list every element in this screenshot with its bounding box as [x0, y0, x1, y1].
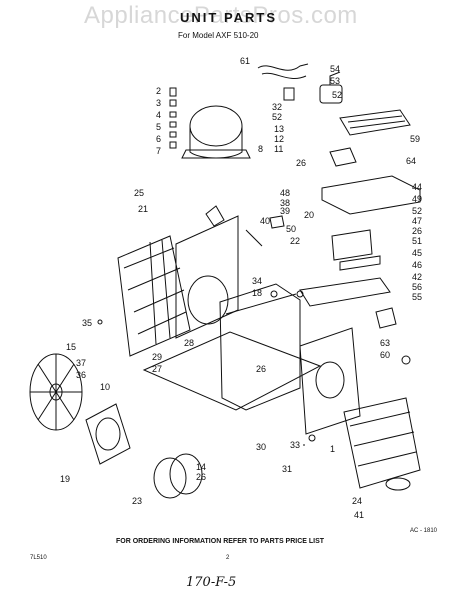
diagram-title: UNIT PARTS: [180, 10, 278, 25]
part-callout: 6: [156, 134, 161, 144]
part-callout: 4: [156, 110, 161, 120]
capacitor: [319, 84, 343, 104]
part-callout: 30: [256, 442, 266, 452]
part-callout: 36: [76, 370, 86, 380]
diagram-subtitle: For Model AXF 510-20: [178, 31, 259, 40]
part-callout: 12: [274, 134, 284, 144]
fan-motor: [85, 403, 131, 465]
part-callout: 46: [412, 260, 422, 270]
part-callout: 51: [412, 236, 422, 246]
part-callout: 20: [304, 210, 314, 220]
watermark: AppliancePartsPros.com: [84, 2, 358, 29]
wire-harness: [257, 63, 309, 71]
part-callout: 13: [274, 124, 284, 134]
evaporator-coil: [117, 235, 191, 357]
part-callout: 7: [156, 146, 161, 156]
part-callout: 34: [252, 276, 262, 286]
part-callout: 63: [380, 338, 390, 348]
heater-strip: [339, 109, 411, 136]
part-callout: 60: [380, 350, 390, 360]
part-callout: 18: [252, 288, 262, 298]
part-callout: 35: [82, 318, 92, 328]
ordering-note: FOR ORDERING INFORMATION REFER TO PARTS …: [116, 538, 325, 545]
part-callout: 59: [410, 134, 420, 144]
part-callout: 25: [134, 188, 144, 198]
grommet: [169, 87, 177, 97]
part-callout: 52: [332, 90, 342, 100]
overload-relay: [283, 87, 295, 101]
part-callout: 49: [412, 194, 422, 204]
part-callout: 23: [132, 496, 142, 506]
part-callout: 37: [76, 358, 86, 368]
part-callout: 24: [352, 496, 362, 506]
part-callout: 28: [184, 338, 194, 348]
part-callout: 26: [256, 364, 266, 374]
part-callout: 15: [66, 342, 76, 352]
part-callout: 64: [406, 156, 416, 166]
handwritten-note: 170-F-5: [186, 575, 237, 590]
part-callout: 45: [412, 248, 422, 258]
part-callout: 5: [156, 122, 161, 132]
part-callout: 48: [280, 188, 290, 198]
part-callout: 26: [296, 158, 306, 168]
orifice-panel: [299, 327, 361, 435]
blower-wheel: [153, 457, 187, 499]
part-callout: 50: [286, 224, 296, 234]
part-callout: 39: [280, 206, 290, 216]
part-callout: 53: [330, 76, 340, 86]
part-callout: 2: [156, 86, 161, 96]
part-callout: 10: [100, 382, 110, 392]
page-number: 2: [226, 555, 230, 561]
part-callout: 8: [258, 144, 263, 154]
part-callout: 56: [412, 282, 422, 292]
part-callout: 27: [152, 364, 162, 374]
part-callout: 22: [290, 236, 300, 246]
part-callout: 14: [196, 462, 206, 472]
part-callout: 55: [412, 292, 422, 302]
part-callout: 41: [354, 510, 364, 520]
wire-harness: [261, 72, 307, 79]
condenser-coil: [343, 397, 421, 489]
part-callout: 11: [274, 144, 283, 154]
part-callout: 52: [272, 112, 282, 122]
part-callout: 31: [282, 464, 292, 474]
part-callout: 21: [138, 204, 148, 214]
part-callout: 26: [412, 226, 422, 236]
part-callout: 38: [280, 198, 290, 208]
compressor: [189, 105, 243, 147]
part-callout: 44: [412, 182, 422, 192]
part-callout: 47: [412, 216, 422, 226]
chassis-base: [175, 215, 239, 339]
part-callout: 29: [152, 352, 162, 362]
part-callout: 40: [260, 216, 270, 226]
part-callout: 52: [412, 206, 422, 216]
part-callout: 1: [330, 444, 335, 454]
part-callout: 54: [330, 64, 340, 74]
part-callout: 42: [412, 272, 422, 282]
part-callout: 61: [240, 56, 250, 66]
part-callout: 26: [196, 472, 206, 482]
part-callout: 3: [156, 98, 161, 108]
page-code: 7L510: [30, 555, 47, 561]
part-callout: 32: [272, 102, 282, 112]
reference-code: AC - 1810: [410, 528, 438, 534]
control-box: [321, 175, 421, 215]
part-callout: 19: [60, 474, 70, 484]
part-callout: 33: [290, 440, 300, 450]
